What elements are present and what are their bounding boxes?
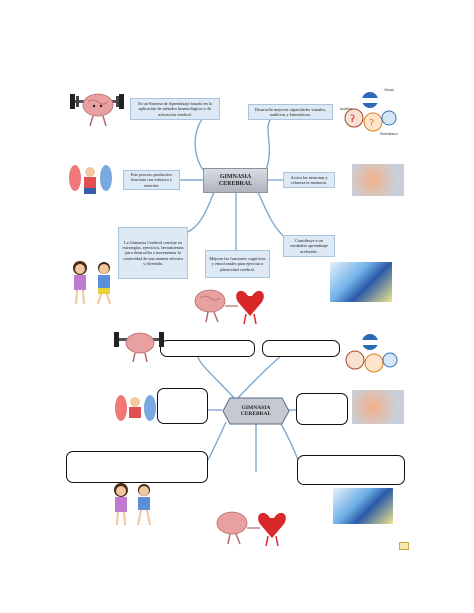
node-sistema-text: Es un Sistema de Aprendizaje basado en l… bbox=[138, 101, 212, 117]
center-node-bottom-shape bbox=[222, 397, 290, 425]
brain-heart-icon-2 bbox=[216, 511, 286, 547]
neurons-image bbox=[352, 164, 404, 196]
blank-box-top-right[interactable] bbox=[262, 340, 340, 357]
center-node-bottom: GIMNASIA CEREBRAL bbox=[226, 402, 286, 420]
center-node-top: GIMNASIA CEREBRAL bbox=[203, 168, 268, 193]
brain-heart-icon bbox=[194, 289, 264, 325]
blank-box-left[interactable] bbox=[157, 388, 208, 424]
kids-dancing-icon-2 bbox=[114, 483, 151, 526]
footprints-kid-icon bbox=[69, 165, 112, 194]
blank-box-top-left[interactable] bbox=[160, 340, 255, 357]
child-learning-image-2 bbox=[333, 488, 393, 524]
svg-text:ʔ: ʔ bbox=[350, 114, 355, 125]
node-neuronas-text: Activa las neuronas y refuerza la memori… bbox=[290, 174, 328, 185]
node-funciones-text: Mejorar las funciones cognitivas y emoci… bbox=[209, 256, 266, 272]
node-proceso-text: Este proceso productivo funciona con esf… bbox=[130, 172, 173, 188]
node-capacidades: Desarrolla mayores capacidades visuales,… bbox=[248, 104, 333, 120]
node-estrategias-text: La Gimnasia Cerebral consiste en estrate… bbox=[122, 239, 184, 266]
node-aprendizaje: Contribuye a un verdadero aprendizaje ac… bbox=[283, 235, 335, 257]
center-title-bottom: GIMNASIA CEREBRAL bbox=[240, 404, 272, 418]
footprints-kid-icon-2 bbox=[115, 395, 156, 421]
node-sistema-aprendizaje: Es un Sistema de Aprendizaje basado en l… bbox=[130, 98, 220, 120]
child-learning-image bbox=[330, 262, 392, 302]
node-funciones: Mejorar las funciones cognitivas y emoci… bbox=[205, 250, 270, 278]
brain-weightlifting-icon bbox=[70, 93, 124, 127]
label-visual: Visual bbox=[384, 88, 394, 92]
svg-text:?: ? bbox=[369, 118, 374, 129]
blank-box-right[interactable] bbox=[296, 393, 348, 425]
node-estrategias: La Gimnasia Cerebral consiste en estrate… bbox=[118, 227, 188, 279]
brain-weightlifting-icon-2 bbox=[114, 332, 164, 363]
blank-box-bottom-right[interactable] bbox=[297, 455, 405, 485]
senses-vak-icon-2 bbox=[345, 334, 398, 373]
node-proceso: Este proceso productivo funciona con esf… bbox=[123, 170, 180, 190]
label-kinestesico: Kinestésico bbox=[380, 132, 398, 136]
node-capacidades-text: Desarrolla mayores capacidades visuales,… bbox=[254, 106, 327, 117]
page-corner-icon bbox=[399, 542, 409, 550]
center-title-top: GIMNASIA CEREBRAL bbox=[218, 173, 253, 187]
neurons-image-2 bbox=[352, 390, 404, 424]
senses-vak-image: ʔ ? Visual Auditivo Kinestésico bbox=[340, 88, 398, 138]
node-neuronas: Activa las neuronas y refuerza la memori… bbox=[283, 172, 335, 188]
node-aprendizaje-text: Contribuye a un verdadero aprendizaje ac… bbox=[289, 238, 329, 254]
label-auditivo: Auditivo bbox=[340, 107, 353, 111]
blank-box-bottom-left[interactable] bbox=[66, 451, 208, 483]
kids-dancing-icon bbox=[73, 261, 111, 305]
